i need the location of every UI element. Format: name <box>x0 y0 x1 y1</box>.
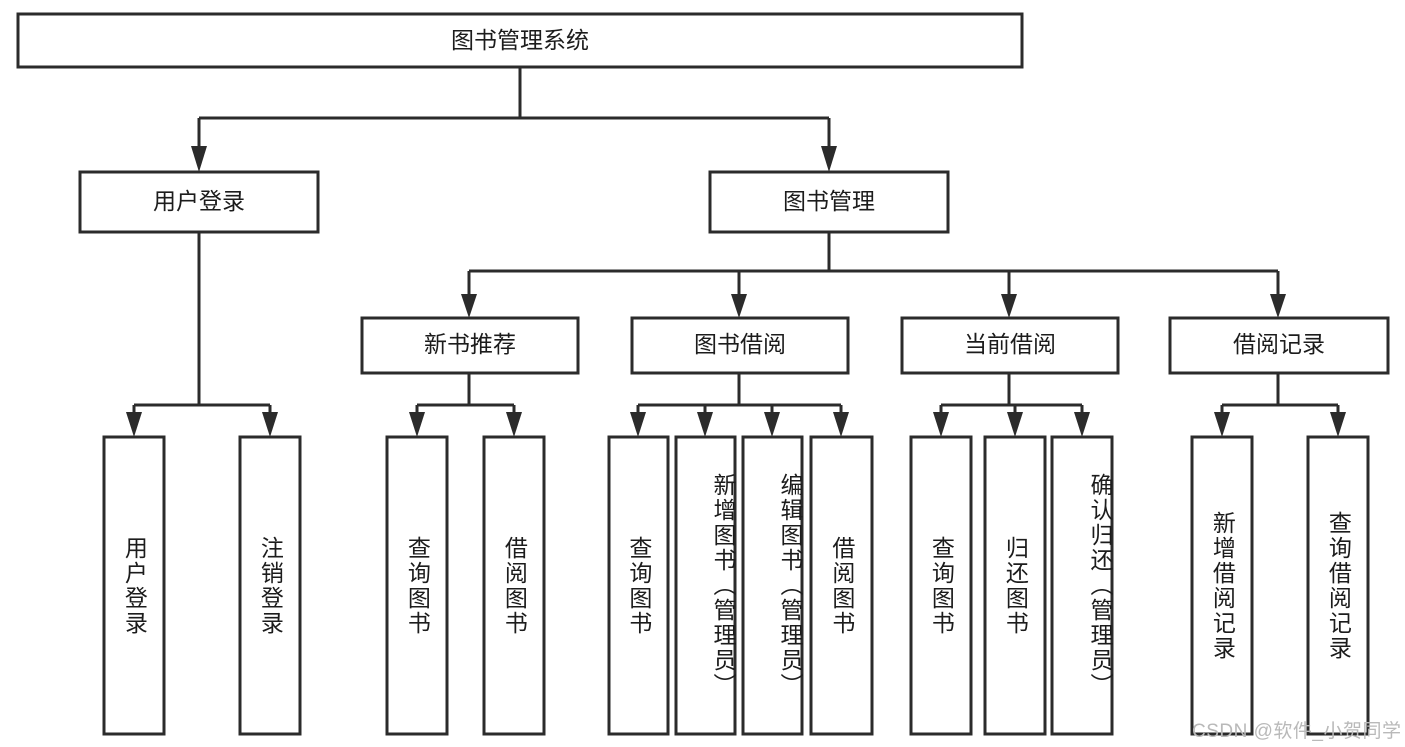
node-leaf-user-login-box[interactable] <box>102 435 166 736</box>
node-leaf-add-record-box[interactable] <box>1190 435 1254 736</box>
node-root[interactable]: 图书管理系统 <box>16 12 1024 69</box>
node-leaf-logout-box[interactable] <box>238 435 302 736</box>
arrow-head-current-borrow <box>1001 294 1017 318</box>
node-book-manage-label: 图书管理 <box>783 188 875 214</box>
node-current-borrow-label: 当前借阅 <box>964 331 1056 357</box>
node-current-borrow-box[interactable] <box>900 316 1120 375</box>
node-leaf-return-book-box[interactable] <box>983 435 1047 736</box>
node-book-borrow-label: 图书借阅 <box>694 331 786 357</box>
node-leaf-add-book-box[interactable] <box>674 435 737 736</box>
arrow-head-book-borrow <box>731 294 747 318</box>
leaf-box-layer <box>102 435 1370 736</box>
arrow-head-leaf-confirm-return <box>1074 412 1090 437</box>
node-new-book-rec[interactable]: 新书推荐 <box>360 316 580 375</box>
node-leaf-confirm-return-box[interactable] <box>1050 435 1114 736</box>
node-user-login[interactable]: 用户登录 <box>78 170 320 234</box>
node-leaf-query-book-1-box[interactable] <box>385 435 449 736</box>
node-leaf-query-record-box[interactable] <box>1306 435 1370 736</box>
arrow-head-leaf-add-book <box>697 412 713 437</box>
node-leaf-query-book-3-box[interactable] <box>909 435 973 736</box>
arrow-head-borrow-record <box>1270 294 1286 318</box>
arrow-head-user-login <box>191 146 207 172</box>
node-root-label: 图书管理系统 <box>451 27 589 53</box>
node-root-box[interactable] <box>16 12 1024 69</box>
node-new-book-rec-box[interactable] <box>360 316 580 375</box>
node-user-login-box[interactable] <box>78 170 320 234</box>
node-book-manage[interactable]: 图书管理 <box>708 170 950 234</box>
arrow-head-book-manage <box>821 146 837 172</box>
arrow-head-leaf-query-book-2 <box>630 412 646 437</box>
node-borrow-record-label: 借阅记录 <box>1233 331 1325 357</box>
node-borrow-record-box[interactable] <box>1168 316 1390 375</box>
arrow-head-leaf-logout <box>262 412 278 437</box>
arrow-head-leaf-add-record <box>1214 412 1230 437</box>
node-leaf-edit-book-box[interactable] <box>741 435 804 736</box>
arrow-head-leaf-query-record <box>1330 412 1346 437</box>
node-leaf-borrow-book-1-box[interactable] <box>482 435 546 736</box>
arrow-head-new-book-rec <box>461 294 477 318</box>
arrow-head-leaf-query-book-3 <box>933 412 949 437</box>
node-borrow-record[interactable]: 借阅记录 <box>1168 316 1390 375</box>
node-book-manage-box[interactable] <box>708 170 950 234</box>
node-leaf-borrow-book-2-box[interactable] <box>809 435 874 736</box>
arrow-head-leaf-query-book-1 <box>409 412 425 437</box>
node-book-borrow[interactable]: 图书借阅 <box>630 316 850 375</box>
arrow-head-leaf-user-login <box>126 412 142 437</box>
arrow-head-leaf-edit-book <box>764 412 780 437</box>
arrow-head-leaf-borrow-book-1 <box>506 412 522 437</box>
node-book-borrow-box[interactable] <box>630 316 850 375</box>
arrow-head-leaf-return-book <box>1007 412 1023 437</box>
node-leaf-query-book-2-box[interactable] <box>607 435 670 736</box>
node-new-book-rec-label: 新书推荐 <box>424 331 516 357</box>
arrow-head-leaf-borrow-book-2 <box>833 412 849 437</box>
node-user-login-label: 用户登录 <box>153 188 245 214</box>
node-current-borrow[interactable]: 当前借阅 <box>900 316 1120 375</box>
csdn-watermark: CSDN @软件_小贺同学 <box>1192 721 1402 742</box>
connector-layer <box>126 67 1346 437</box>
